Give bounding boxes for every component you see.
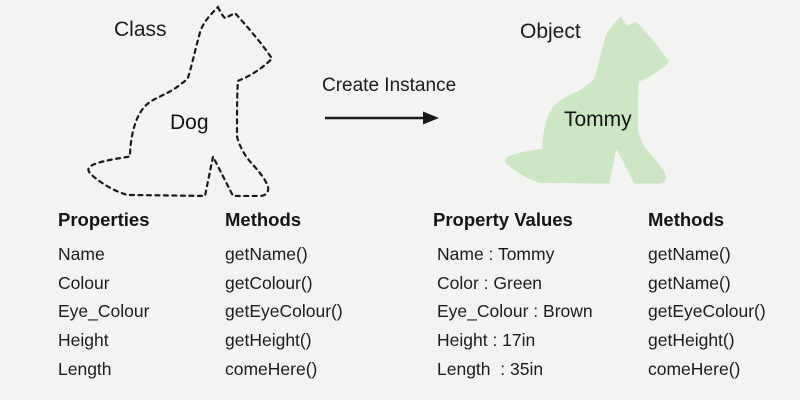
object-methods-header: Methods: [648, 209, 725, 230]
class-property: Colour: [58, 272, 110, 293]
object-method: getName(): [648, 272, 731, 293]
class-method: getEyeColour(): [225, 301, 343, 322]
green-dog-silhouette-icon: [505, 16, 670, 184]
class-method: getName(): [225, 244, 308, 264]
object-property-value: Color : Green: [437, 272, 543, 293]
object-dog-name: Tommy: [564, 108, 632, 131]
object-property-value: Eye_Colour : Brown: [437, 301, 593, 322]
class-method: getColour(): [225, 272, 313, 293]
object-method: getHeight(): [648, 330, 735, 351]
object-values-list: Name : Tommy Color : Green Eye_Colour : …: [437, 240, 593, 384]
green-dog-path: [505, 16, 670, 184]
object-label: Object: [520, 20, 581, 43]
object-method: getName(): [648, 244, 731, 264]
class-property: Length: [58, 358, 112, 379]
class-property: Name: [58, 244, 105, 264]
object-method: getEyeColour(): [648, 301, 766, 322]
class-property: Eye_Colour: [58, 301, 150, 322]
arrow-head: [423, 111, 439, 125]
create-instance-label: Create Instance: [322, 75, 457, 96]
class-dog-name: Dog: [170, 111, 209, 134]
class-methods-list: getName() getColour() getEyeColour() get…: [225, 240, 343, 384]
object-property-value: Name : Tommy: [437, 244, 555, 264]
class-label: Class: [114, 18, 167, 41]
right-arrow-icon: [325, 111, 439, 125]
dotted-dog-path: [87, 5, 274, 198]
class-method: comeHere(): [225, 358, 318, 379]
dotted-dog-outline-icon: [87, 5, 274, 198]
object-property-value: Height : 17in: [437, 330, 536, 351]
object-method: comeHere(): [648, 358, 741, 379]
class-property: Height: [58, 330, 109, 351]
class-properties-header: Properties: [58, 209, 150, 230]
object-methods-list: getName() getName() getEyeColour() getHe…: [648, 240, 766, 384]
class-methods-header: Methods: [225, 209, 302, 230]
class-properties-list: Name Colour Eye_Colour Height Length: [58, 240, 149, 384]
object-property-value: Length : 35in: [437, 358, 544, 379]
class-method: getHeight(): [225, 330, 312, 351]
object-values-header: Property Values: [433, 209, 573, 230]
